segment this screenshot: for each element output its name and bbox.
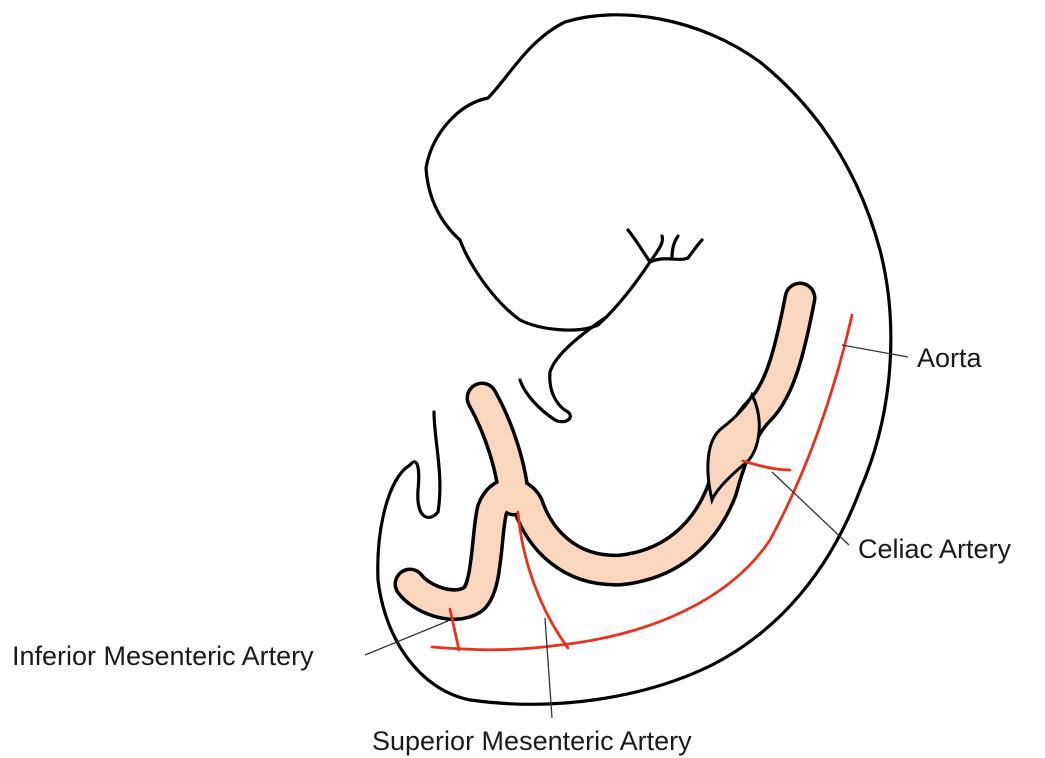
aorta-label: Aorta xyxy=(917,343,983,373)
inferior-mesenteric-artery-label: Inferior Mesenteric Artery xyxy=(12,641,314,671)
celiac-artery-vessel xyxy=(743,461,790,470)
inferior-mesenteric-leader-line xyxy=(365,621,448,655)
superior-mesenteric-artery-label: Superior Mesenteric Artery xyxy=(372,726,692,756)
aorta-leader-line xyxy=(842,345,908,357)
celiac-artery-label: Celiac Artery xyxy=(858,534,1012,564)
pharyngeal-arch-outline xyxy=(598,230,702,325)
cervical-fold-outline xyxy=(520,318,605,422)
tail-outline xyxy=(410,412,440,517)
celiac-leader-line xyxy=(772,472,849,545)
